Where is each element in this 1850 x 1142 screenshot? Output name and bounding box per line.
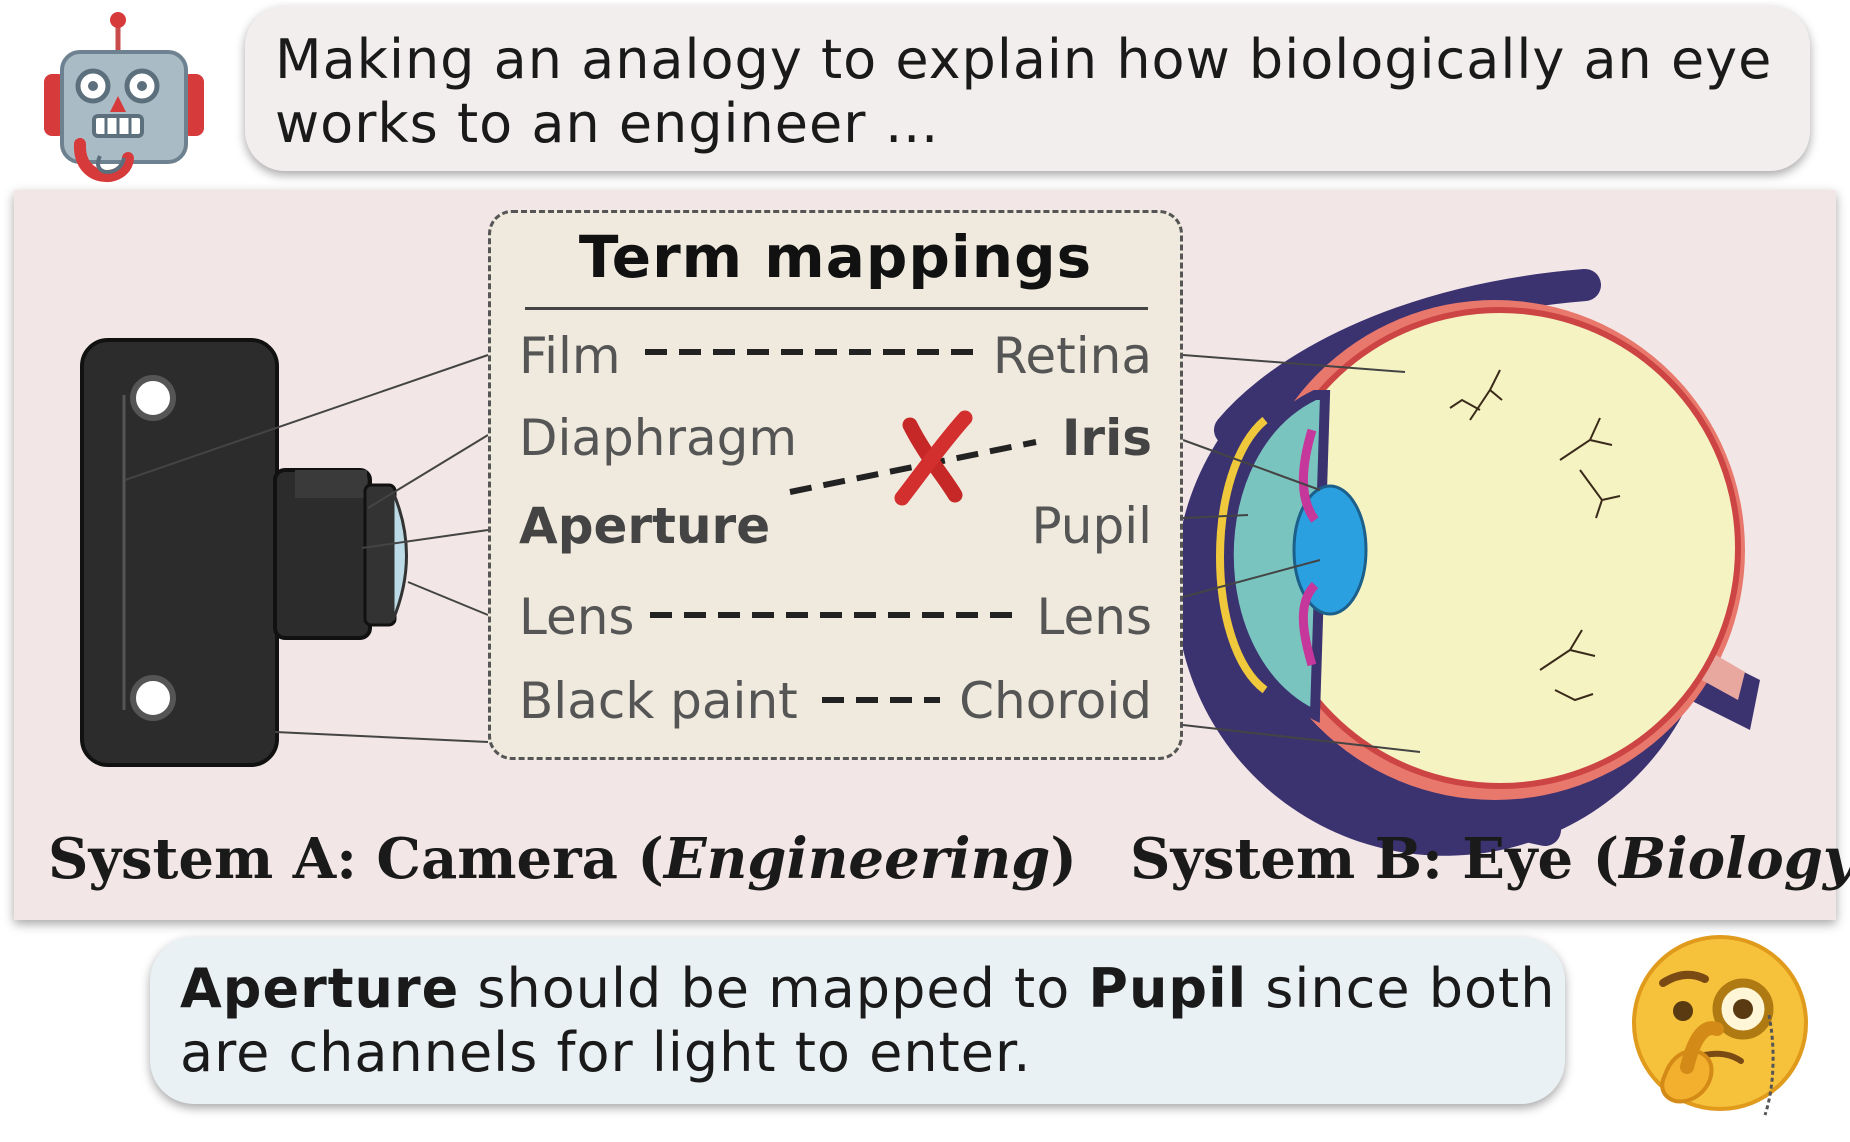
connector-aperture-iris — [789, 439, 1037, 495]
robot-icon — [44, 12, 204, 182]
system-a-suffix: ) — [1050, 826, 1077, 892]
bottom-speech-bubble: Aperture should be mapped to Pupil since… — [150, 937, 1565, 1104]
system-a-prefix: System A: Camera ( — [48, 826, 664, 892]
camera-illustration — [80, 338, 408, 767]
system-a-domain: Engineering — [663, 826, 1051, 892]
bottom-text-mid1: should be mapped to — [459, 957, 1089, 1020]
red-x-icon — [894, 410, 973, 506]
monocle-face-emoji — [1632, 935, 1808, 1116]
left-term-lens: Lens — [519, 588, 635, 646]
top-bubble-line2: works to an engineer … — [275, 92, 940, 155]
left-term-film: Film — [519, 327, 621, 385]
keyword-pupil: Pupil — [1088, 957, 1248, 1020]
bottom-bubble-text: Aperture should be mapped to Pupil since… — [180, 957, 1560, 1085]
eye-illustration — [1175, 269, 1760, 856]
right-term-lens: Lens — [1036, 588, 1152, 646]
system-b-domain: Biology — [1619, 826, 1850, 892]
right-term-pupil: Pupil — [1031, 497, 1152, 555]
right-term-retina: Retina — [992, 327, 1152, 385]
right-term-iris: Iris — [1061, 409, 1152, 467]
system-a-label: System A: Camera (Engineering) — [48, 826, 1077, 892]
top-speech-bubble: Making an analogy to explain how biologi… — [245, 6, 1810, 171]
system-b-label: System B: Eye (Biology) — [1130, 826, 1850, 892]
left-term-black-paint: Black paint — [519, 672, 798, 730]
right-term-choroid: Choroid — [959, 672, 1152, 730]
camera-connector-lines — [124, 354, 489, 743]
bottom-text-mid2: since both — [1247, 957, 1556, 1020]
left-term-diaphragm: Diaphragm — [519, 409, 798, 467]
left-term-aperture: Aperture — [519, 497, 771, 555]
system-b-prefix: System B: Eye ( — [1130, 826, 1620, 892]
top-bubble-text: Making an analogy to explain how biologi… — [275, 28, 1775, 156]
bottom-text-line2: are channels for light to enter. — [180, 1021, 1032, 1084]
title-divider — [525, 307, 1148, 310]
keyword-aperture: Aperture — [180, 957, 460, 1020]
term-mappings-title: Term mappings — [578, 223, 1093, 291]
top-bubble-line1: Making an analogy to explain how biologi… — [275, 28, 1773, 91]
eye-connector-lines — [1182, 354, 1421, 753]
